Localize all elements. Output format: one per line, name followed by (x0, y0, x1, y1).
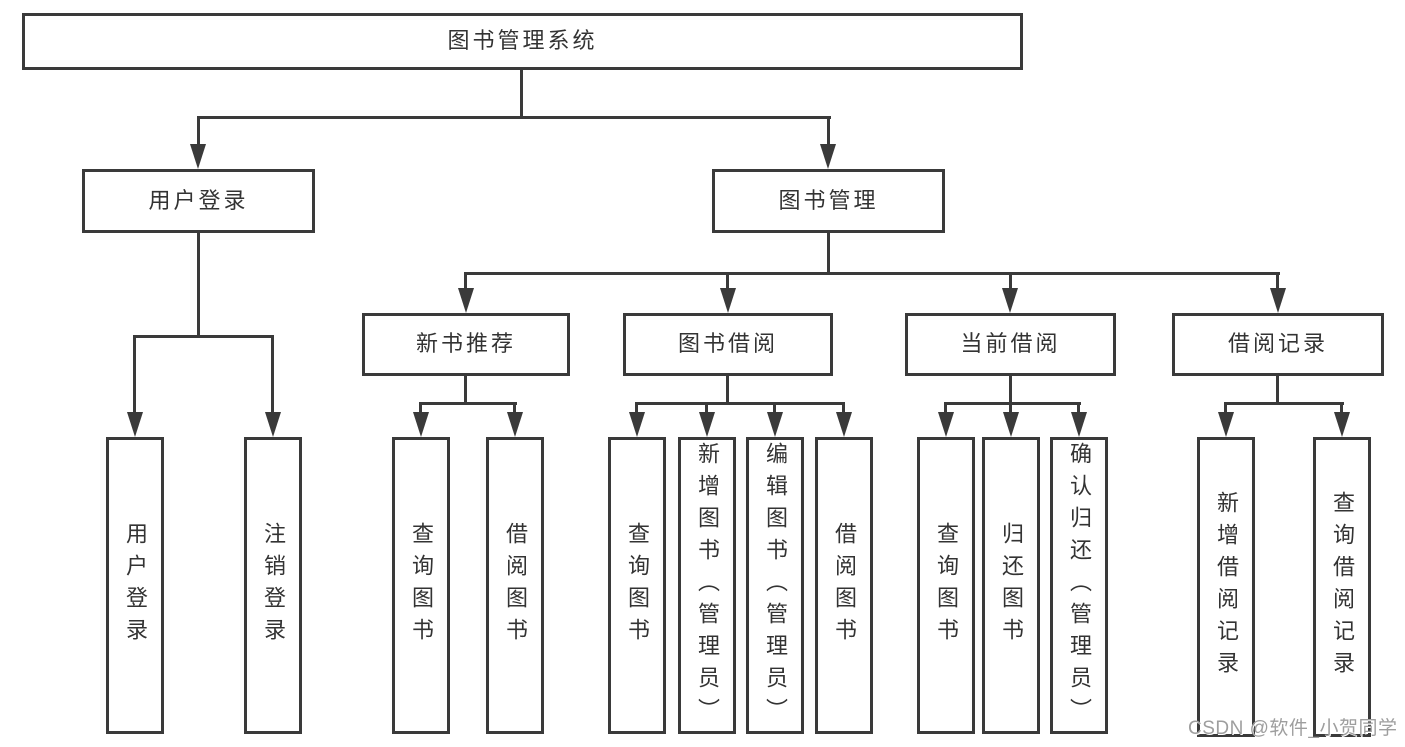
connector-v-line (419, 405, 422, 415)
connector-v-line (520, 69, 523, 119)
connector-v-line (944, 405, 947, 415)
node-user-login: 用户登录 (82, 169, 315, 233)
node-book-borrowing: 图书借阅 (623, 313, 833, 376)
arrowhead-down-icon (1334, 412, 1350, 437)
connector-v-line (726, 275, 729, 291)
connector-v-line (635, 405, 638, 415)
leaf-query-books-recommend: 查询图书 (392, 437, 450, 734)
leaf-return-books: 归还图书 (982, 437, 1040, 734)
connector-h-line (133, 335, 274, 338)
connector-v-line (271, 338, 274, 414)
arrowhead-down-icon (1003, 412, 1019, 437)
leaf-add-books-admin: 新增图书（管理员） (678, 437, 736, 734)
arrowhead-down-icon (1218, 412, 1234, 437)
connector-v-line (513, 405, 516, 415)
leaf-user-login: 用户登录 (106, 437, 164, 734)
leaf-borrow-books-recommend: 借阅图书 (486, 437, 544, 734)
connector-v-line (464, 376, 467, 404)
connector-v-line (827, 233, 830, 275)
connector-h-line (419, 402, 517, 405)
node-borrow-records: 借阅记录 (1172, 313, 1384, 376)
connector-h-line (1224, 402, 1344, 405)
connector-h-line (944, 402, 1081, 405)
leaf-query-books-current: 查询图书 (917, 437, 975, 734)
leaf-query-books-borrow: 查询图书 (608, 437, 666, 734)
csdn-watermark: CSDN @软件_小贺同学 (1188, 718, 1398, 739)
connector-v-line (1276, 275, 1279, 291)
arrowhead-down-icon (127, 412, 143, 437)
arrowhead-down-icon (1002, 288, 1018, 313)
connector-h-line (635, 402, 845, 405)
node-new-book-recommendation: 新书推荐 (362, 313, 570, 376)
node-current-borrowing: 当前借阅 (905, 313, 1116, 376)
arrowhead-down-icon (458, 288, 474, 313)
connector-v-line (197, 119, 200, 147)
connector-v-line (1224, 405, 1227, 415)
arrowhead-down-icon (1071, 412, 1087, 437)
arrowhead-down-icon (938, 412, 954, 437)
arrowhead-down-icon (190, 144, 206, 169)
node-library-management-system: 图书管理系统 (22, 13, 1023, 70)
connector-v-line (1077, 405, 1080, 415)
arrowhead-down-icon (1270, 288, 1286, 313)
connector-h-line (464, 272, 1280, 275)
arrowhead-down-icon (720, 288, 736, 313)
connector-v-line (1276, 376, 1279, 404)
arrowhead-down-icon (265, 412, 281, 437)
connector-v-line (197, 233, 200, 337)
connector-v-line (842, 405, 845, 415)
node-book-management: 图书管理 (712, 169, 945, 233)
arrowhead-down-icon (629, 412, 645, 437)
connector-v-line (773, 405, 776, 415)
arrowhead-down-icon (507, 412, 523, 437)
connector-h-line (197, 116, 831, 119)
connector-v-line (464, 275, 467, 291)
leaf-add-borrow-record: 新增借阅记录 (1197, 437, 1255, 737)
leaf-edit-books-admin: 编辑图书（管理员） (746, 437, 804, 734)
arrowhead-down-icon (699, 412, 715, 437)
leaf-query-borrow-record: 查询借阅记录 (1313, 437, 1371, 737)
leaf-logout: 注销登录 (244, 437, 302, 734)
arrowhead-down-icon (836, 412, 852, 437)
connector-v-line (827, 119, 830, 147)
connector-v-line (726, 376, 729, 404)
leaf-borrow-books: 借阅图书 (815, 437, 873, 734)
leaf-confirm-return-admin: 确认归还（管理员） (1050, 437, 1108, 734)
arrowhead-down-icon (413, 412, 429, 437)
arrowhead-down-icon (820, 144, 836, 169)
arrowhead-down-icon (767, 412, 783, 437)
connector-v-line (1340, 405, 1343, 415)
connector-v-line (1009, 405, 1012, 415)
connector-v-line (1009, 376, 1012, 404)
connector-v-line (1009, 275, 1012, 291)
connector-v-line (705, 405, 708, 415)
connector-v-line (133, 338, 136, 414)
